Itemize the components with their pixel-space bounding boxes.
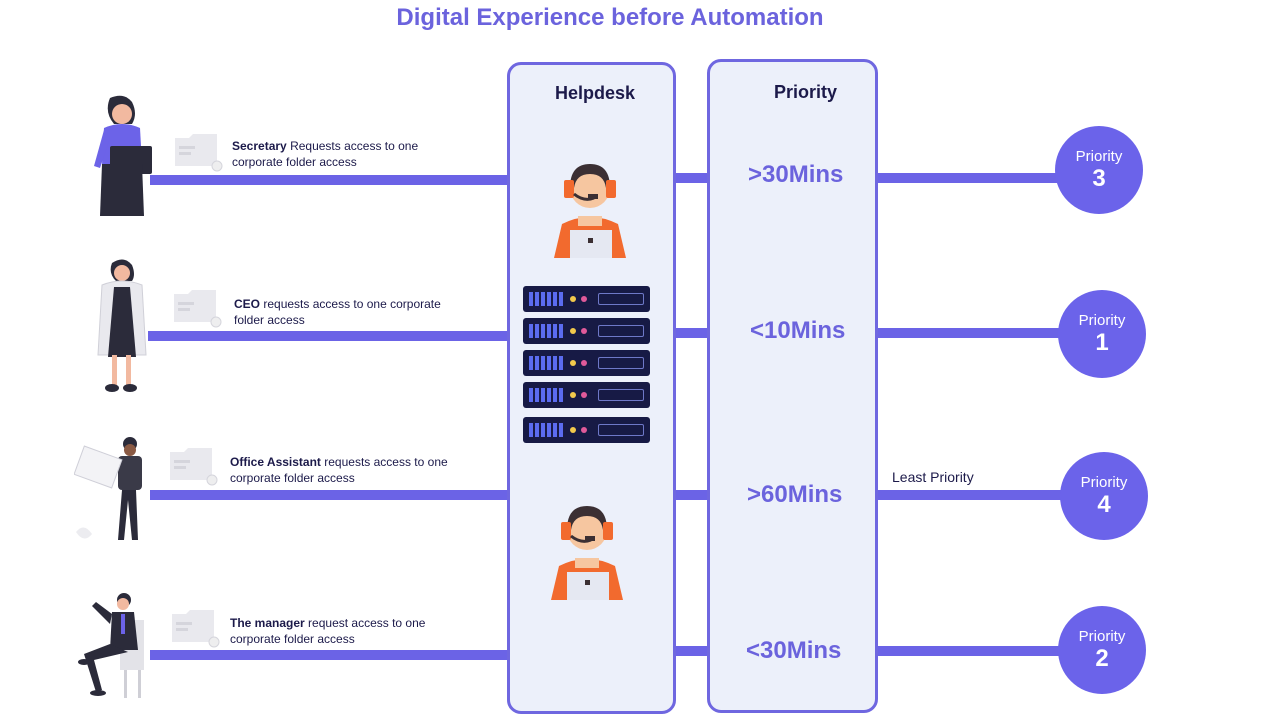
priority-badge-number: 2 [1095,645,1109,672]
requester-name: CEO [234,297,261,311]
priority-badge-label: Priority [1080,474,1128,491]
request-text-manager: The manager request access to one corpor… [230,615,470,647]
request-text-secretary: Secretary Requests access to one corpora… [232,138,472,170]
priority-badge-4: Priority 2 [1058,606,1146,694]
least-priority-note: Least Priority [892,469,974,485]
priority-badge-number: 4 [1097,491,1111,518]
request-text-ceo: CEO requests access to one corporate fol… [234,296,474,328]
connector-mid-1 [674,173,710,183]
request-line-2: corporate folder access [230,471,355,485]
connector-left-4 [150,650,510,660]
server-rack-icon [523,417,650,443]
priority-badge-label: Priority [1078,312,1126,329]
connector-mid-3 [674,490,710,500]
server-rack-icon [523,318,650,344]
priority-badge-number: 1 [1095,329,1109,356]
priority-badge-label: Priority [1075,148,1123,165]
connector-right-1 [875,173,1065,183]
requester-name: Office Assistant [230,455,321,469]
connector-mid-4 [674,646,710,656]
diagram-title: Digital Experience before Automation [396,4,824,31]
folder-icon [172,610,220,648]
request-line-2: corporate folder access [232,155,357,169]
request-line-2: corporate folder access [230,632,355,646]
server-rack-icon [523,286,650,312]
connector-right-4 [875,646,1065,656]
helpdesk-title: Helpdesk [555,83,636,103]
request-text-office-assistant: Office Assistant requests access to one … [230,454,470,486]
priority-badge-number: 3 [1092,165,1106,192]
request-line-1: Requests access to one [290,139,419,153]
person-ceo-icon [97,259,147,392]
priority-panel [707,59,878,713]
person-secretary-icon [94,95,152,216]
response-time-4: <30Mins [746,637,842,664]
server-rack-icon [523,382,650,408]
connector-left-3 [150,490,510,500]
connector-left-1 [150,175,510,185]
requester-name: Secretary [232,139,287,153]
priority-badge-2: Priority 1 [1058,290,1146,378]
connector-left-2 [148,331,510,341]
connector-right-2 [875,328,1065,338]
response-time-2: <10Mins [750,317,846,344]
helpdesk-agent-icon [551,506,623,600]
server-rack-icon [523,350,650,376]
request-line-2: folder access [234,313,305,327]
request-line-1: request access to one [308,616,426,630]
person-office-assistant-icon [74,437,142,540]
priority-panel-title: Priority [774,82,838,102]
connector-right-3 [875,490,1065,500]
priority-badge-label: Priority [1078,628,1126,645]
folder-icon [175,134,223,172]
response-time-1: >30Mins [748,161,844,188]
folder-icon [174,290,222,328]
requester-name: The manager [230,616,305,630]
person-manager-icon [78,593,144,698]
folder-icon [170,448,218,486]
connector-mid-2 [674,328,710,338]
priority-badge-1: Priority 3 [1055,126,1143,214]
request-line-1: requests access to one [324,455,448,469]
helpdesk-agent-icon [554,164,626,258]
request-line-1: requests access to one corporate [263,297,441,311]
priority-badge-3: Priority 4 [1060,452,1148,540]
response-time-3: >60Mins [747,481,843,508]
